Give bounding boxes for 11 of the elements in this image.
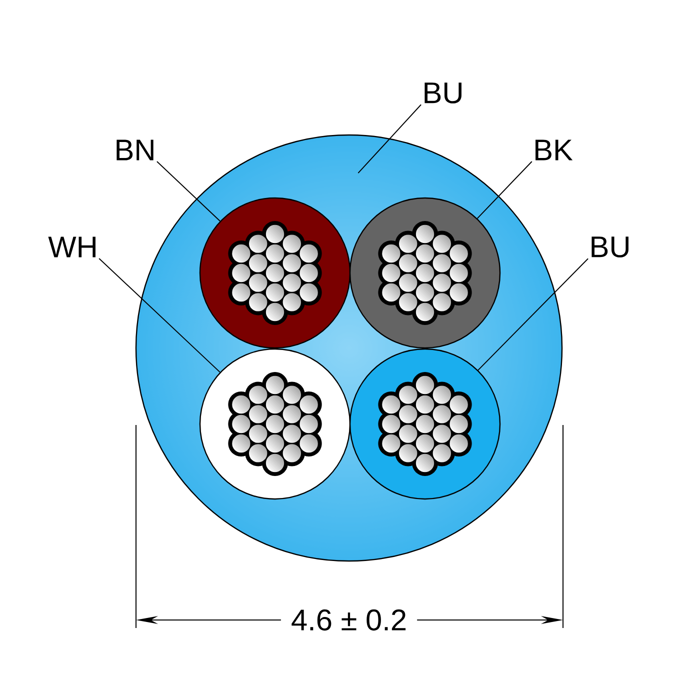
leader-line	[156, 160, 221, 222]
leader-line	[478, 258, 589, 371]
leader-line	[358, 104, 422, 174]
wire-color-label: WH	[48, 236, 96, 258]
leader-line	[476, 160, 532, 219]
wire-color-label: BN	[116, 140, 154, 160]
leader-line	[98, 258, 220, 373]
wire-color-label: BK	[536, 140, 573, 160]
wire-color-label: BU	[424, 82, 462, 104]
wire-color-label: BU	[592, 236, 628, 258]
dimension-label: 4.6 ± 0.2	[280, 608, 418, 632]
